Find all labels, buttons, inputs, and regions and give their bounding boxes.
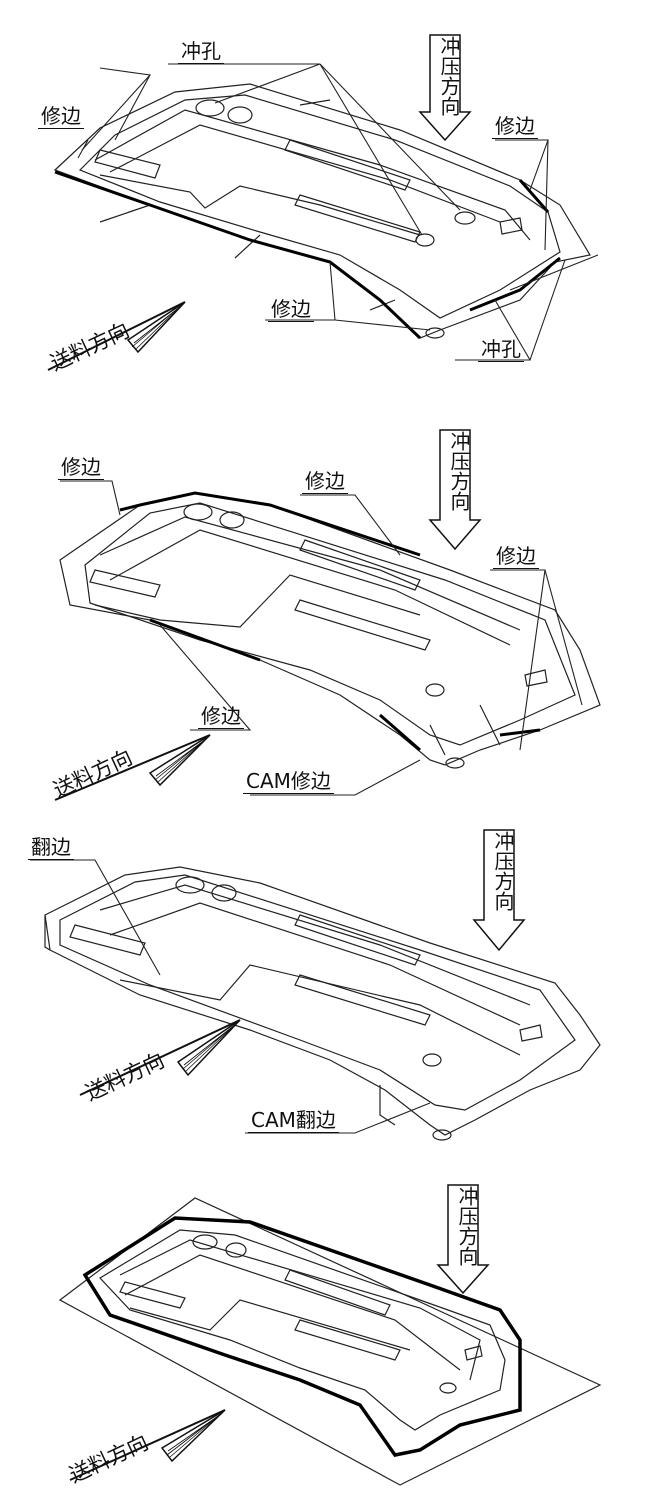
trim-label-bottom: 修边 [198,705,244,729]
down-arrow-icon [472,829,526,952]
pierce-label-bottom: 冲孔 [478,338,524,362]
part-drawing-2 [54,429,601,801]
stamping-direction-label: 冲压方向 [437,36,461,116]
stamping-direction-label: 冲压方向 [447,431,471,511]
panel-blank-layout: 冲压方向 送料方向 [0,1180,662,1495]
panel-trim-pierce: 冲压方向 冲孔 修边 修边 修边 冲孔 送料方向 [0,0,662,380]
trim-label-left: 修边 [38,105,84,129]
trim-label-left: 修边 [58,456,104,480]
feed-arrow-icon [69,1409,226,1481]
cam-trim-label: CAM修边 [243,770,334,794]
flange-label: 翻边 [28,836,74,860]
panel-trim-cam: 冲压方向 修边 修边 修边 修边 CAM修边 送料方向 [0,405,662,805]
panel-flange: 冲压方向 翻边 CAM翻边 送料方向 [0,825,662,1155]
part-drawing-1 [47,34,599,371]
trim-label-bottom: 修边 [268,298,314,322]
feed-arrow-icon [47,301,186,371]
trim-label-top: 修边 [302,470,348,494]
stamping-direction-label: 冲压方向 [455,1186,479,1266]
stamping-direction-label: 冲压方向 [491,831,515,911]
part-drawing-3 [30,829,601,1141]
down-arrow-icon [428,429,482,551]
pierce-label-top: 冲孔 [178,40,224,64]
trim-label-right: 修边 [493,545,539,569]
feed-arrow-icon [54,734,211,801]
cam-flange-label: CAM翻边 [248,1109,339,1133]
part-drawing-4 [58,1184,602,1486]
feed-arrow-icon [79,1019,241,1096]
trim-label-right: 修边 [492,115,538,139]
down-arrow-icon [418,34,472,142]
down-arrow-icon [436,1184,490,1295]
